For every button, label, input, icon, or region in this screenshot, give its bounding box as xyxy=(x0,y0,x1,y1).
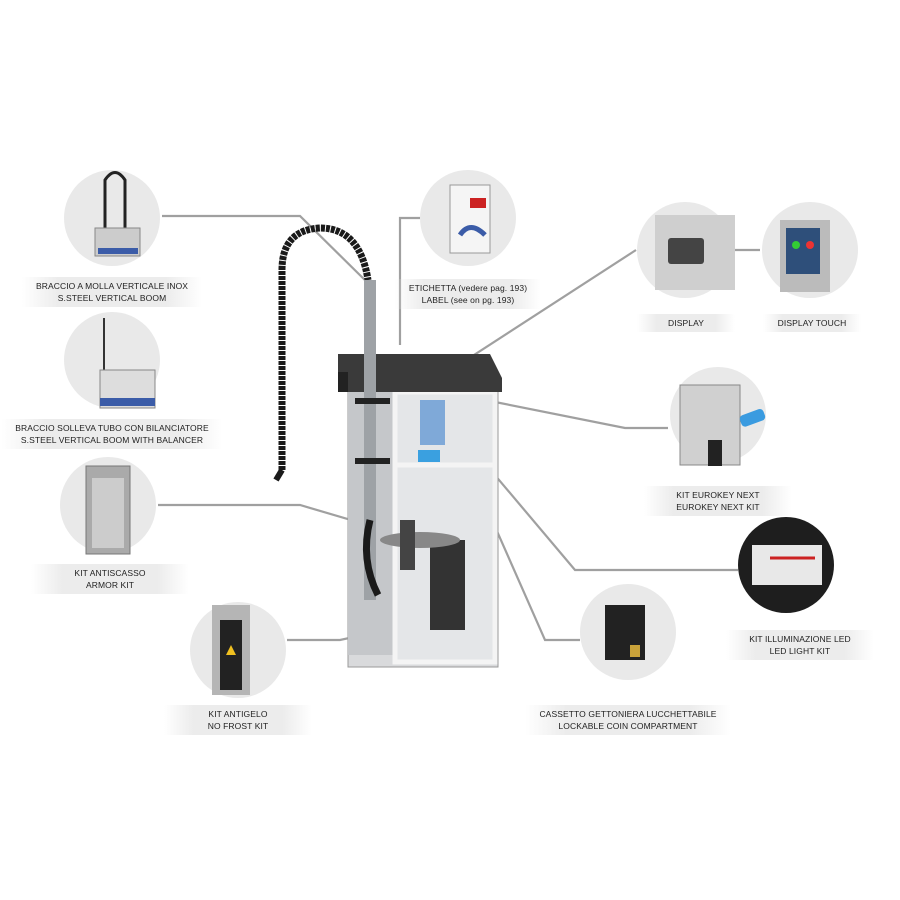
display-touch-label: DISPLAY TOUCH xyxy=(763,314,861,332)
etichetta-label: ETICHETTA (vedere pag. 193) LABEL (see o… xyxy=(394,279,542,309)
label-line-2: S.STEEL VERTICAL BOOM xyxy=(57,293,167,303)
label-line-1: BRACCIO SOLLEVA TUBO CON BILANCIATORE xyxy=(15,423,209,433)
label-line-1: KIT ILLUMINAZIONE LED xyxy=(749,634,851,644)
boom-balancer-thumbnail xyxy=(64,312,160,409)
label-line-1: BRACCIO A MOLLA VERTICALE INOX xyxy=(35,281,189,291)
label-line-1: ETICHETTA (vedere pag. 193) xyxy=(408,283,528,293)
display-thumbnail xyxy=(637,202,735,298)
label-line-1: KIT EUROKEY NEXT xyxy=(676,490,760,500)
hose-boom xyxy=(273,224,390,600)
display-label: DISPLAY xyxy=(637,314,735,332)
leader-line-vertical-boom xyxy=(162,214,373,288)
label-line-1: KIT ANTISCASSO xyxy=(74,568,146,578)
leader-line-eurokey xyxy=(494,400,668,430)
vertical-boom-label: BRACCIO A MOLLA VERTICALE INOX S.STEEL V… xyxy=(21,277,203,307)
label-line-1: CASSETTO GETTONIERA LUCCHETTABILE xyxy=(539,709,717,719)
led-kit-thumbnail xyxy=(738,517,834,613)
accessory-thumbnails xyxy=(60,170,858,698)
label-thumbnail xyxy=(420,170,516,266)
coin-compartment-thumbnail xyxy=(580,584,676,680)
label-line-2: EUROKEY NEXT KIT xyxy=(676,502,760,512)
coin-compartment-label: CASSETTO GETTONIERA LUCCHETTABILE LOCKAB… xyxy=(525,705,731,735)
label-line-1: KIT ANTIGELO xyxy=(208,709,268,719)
eurokey-label: KIT EUROKEY NEXT EUROKEY NEXT KIT xyxy=(644,486,792,516)
armor-kit-label: KIT ANTISCASSO ARMOR KIT xyxy=(31,564,189,594)
label-line-1: DISPLAY xyxy=(668,318,704,328)
label-line-2: LABEL (see on pg. 193) xyxy=(421,295,515,305)
cabinet-lid xyxy=(338,354,502,392)
led-kit-label: KIT ILLUMINAZIONE LED LED LIGHT KIT xyxy=(726,630,874,660)
label-line-1: DISPLAY TOUCH xyxy=(777,318,847,328)
label-line-2: S.STEEL VERTICAL BOOM WITH BALANCER xyxy=(20,435,204,445)
label-line-2: NO FROST KIT xyxy=(207,721,269,731)
boom-balancer-label: BRACCIO SOLLEVA TUBO CON BILANCIATORE S.… xyxy=(1,419,223,449)
armor-kit-thumbnail xyxy=(60,457,156,555)
label-line-2: ARMOR KIT xyxy=(85,580,135,590)
eurokey-thumbnail xyxy=(670,367,766,466)
label-line-2: LOCKABLE COIN COMPARTMENT xyxy=(558,721,698,731)
vertical-boom-thumbnail xyxy=(64,170,160,266)
no-frost-thumbnail xyxy=(190,602,286,698)
no-frost-kit-label: KIT ANTIGELO NO FROST KIT xyxy=(164,705,312,735)
eurokey-module xyxy=(420,400,445,445)
label-line-2: LED LIGHT KIT xyxy=(769,646,831,656)
display-touch-thumbnail xyxy=(762,202,858,298)
coin-compartment-box xyxy=(430,540,465,630)
wash-station-cabinet xyxy=(338,354,502,668)
